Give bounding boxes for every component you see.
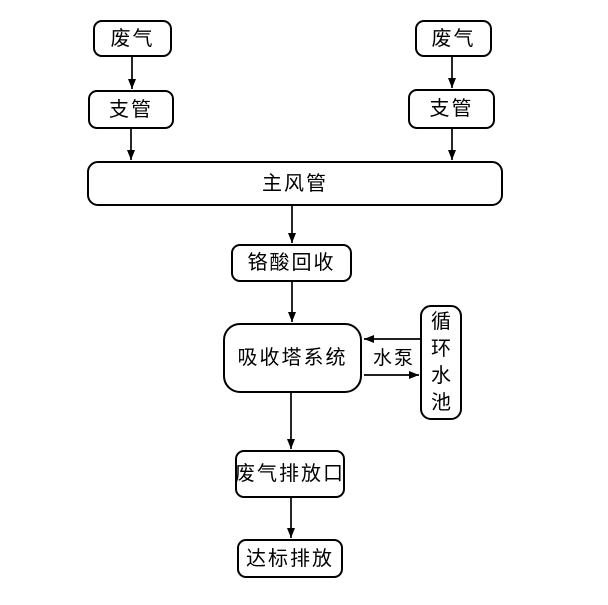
node-exhaust-discharge-outlet: 废气排放口 [235,450,345,498]
node-chromic-acid-recovery: 铬酸回收 [231,244,352,282]
node-exhaust-gas-right: 废气 [415,20,492,57]
node-exhaust-gas-left: 废气 [93,20,172,57]
node-branch-pipe-left: 支管 [88,90,174,129]
node-branch-pipe-right: 支管 [408,89,495,129]
node-compliant-discharge: 达标排放 [237,539,343,578]
node-main-air-duct: 主风管 [87,161,503,206]
node-absorption-tower-system: 吸收塔系统 [223,323,362,393]
node-circulation-water-pool: 循环水池 [420,305,462,420]
water-pump-label: 水泵 [373,348,416,369]
